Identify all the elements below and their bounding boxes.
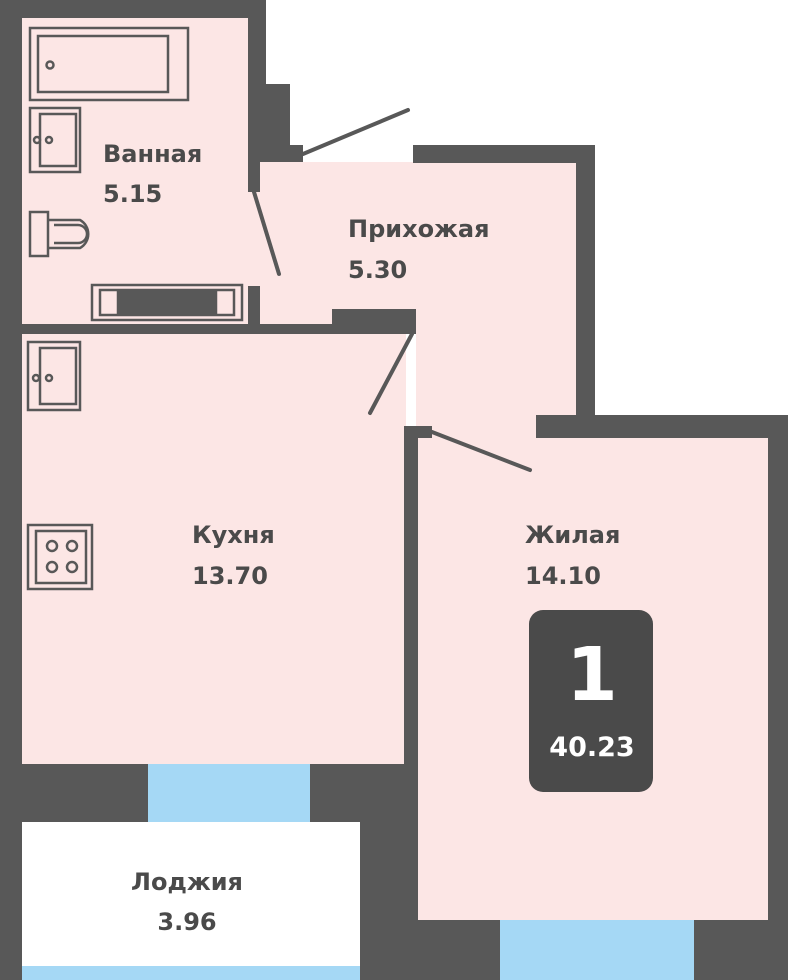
door-swings	[252, 108, 532, 472]
hallway-floor[interactable]	[248, 162, 576, 334]
sink-icon	[28, 106, 82, 174]
kitchen-door	[368, 332, 414, 415]
bathroom-area: 5.15	[103, 180, 162, 208]
hallway-area: 5.30	[348, 256, 407, 284]
apartment-badge: 1 40.23	[529, 610, 653, 792]
loggia-area: 3.96	[157, 908, 216, 936]
bathtub-icon	[28, 26, 190, 102]
kitchen-window	[148, 764, 310, 822]
loggia-window	[22, 966, 360, 980]
loggia-name: Лоджия	[131, 868, 243, 896]
entrance-door	[301, 108, 410, 156]
living-door	[430, 430, 532, 472]
living-window	[500, 920, 694, 980]
stove-icon	[26, 523, 94, 591]
toilet-icon	[28, 210, 90, 258]
bathroom-name: Ванная	[103, 140, 202, 168]
badge-room-count: 1	[566, 632, 618, 718]
washing-machine-icon	[90, 283, 244, 322]
kitchen-area: 13.70	[192, 562, 268, 590]
living-area: 14.10	[525, 562, 601, 590]
living-name: Жилая	[525, 521, 620, 549]
badge-total-area: 40.23	[549, 732, 634, 763]
kitchen-sink-icon	[26, 340, 82, 412]
loggia-floor[interactable]	[22, 822, 360, 966]
kitchen-name: Кухня	[192, 521, 275, 549]
hallway-name: Прихожая	[348, 215, 490, 243]
bathroom-door	[252, 190, 281, 276]
